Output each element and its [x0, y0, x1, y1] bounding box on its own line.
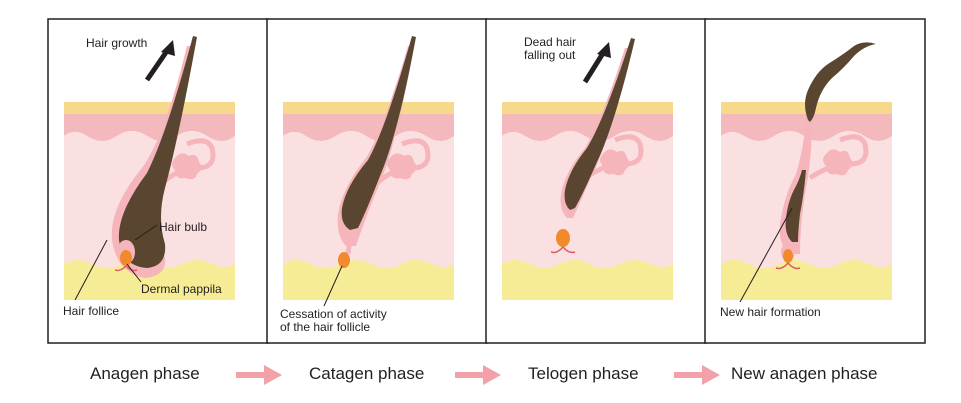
club-hair: [564, 38, 635, 210]
dermal-papilla: [338, 252, 350, 268]
skin-cross-section: [502, 102, 673, 300]
dermal-papilla-label: Dermal pappila: [141, 282, 222, 296]
follicle-leader: [74, 239, 108, 301]
cessation-leader: [323, 265, 343, 307]
papilla-vessels: [550, 246, 576, 254]
cessation-label: Cessation of activity of the hair follic…: [280, 307, 387, 334]
dermal-papilla: [120, 250, 132, 266]
catagen-panel: Cessation of activity of the hair follic…: [266, 18, 488, 344]
new-hair-formation-label: New hair formation: [720, 305, 821, 319]
hair-shaft: [118, 36, 197, 268]
telogen-panel: Dead hair falling out: [485, 18, 707, 344]
anagen-phase-label: Anagen phase: [90, 364, 200, 383]
new-hair: [785, 170, 806, 242]
phase-arrow-icon: [236, 365, 282, 385]
catagen-illustration: [266, 18, 488, 344]
old-shedding-hair: [805, 42, 876, 122]
new-anagen-illustration: [704, 18, 926, 344]
sebaceous-gland: [157, 138, 216, 188]
sebaceous-gland: [583, 134, 644, 181]
dermal-papilla: [556, 229, 570, 247]
papilla-leader: [126, 263, 142, 283]
telogen-illustration: [485, 18, 707, 344]
phase-arrow-icon: [455, 365, 501, 385]
new-anagen-panel: New hair formation: [704, 18, 926, 344]
dermal-papilla: [783, 249, 793, 263]
telogen-phase-label: Telogen phase: [528, 364, 639, 383]
papilla-vessels: [775, 262, 801, 270]
phase-arrow-icon: [674, 365, 720, 385]
hair-follicle-label: Hair follice: [63, 304, 120, 318]
bulb-leader: [134, 224, 158, 241]
hair-bulb-label: Hair bulb: [159, 220, 208, 234]
growth-arrow: [144, 46, 172, 82]
hair-growth-label: Hair growth: [86, 36, 148, 50]
sebaceous-gland: [808, 134, 869, 181]
regressing-strand: [345, 237, 353, 255]
hair-shaft: [341, 36, 416, 230]
growth-arrowhead: [161, 40, 175, 56]
new-anagen-phase-label: New anagen phase: [731, 364, 878, 383]
catagen-phase-label: Catagen phase: [309, 364, 425, 383]
falling-out-arrowhead: [597, 42, 611, 58]
dead-hair-label: Dead hair falling out: [524, 35, 577, 62]
sebaceous-gland: [372, 138, 431, 188]
anagen-illustration: [47, 18, 269, 344]
anagen-panel: Hair growth Hair bulb Dermal pappila Hai…: [47, 18, 269, 344]
new-hair-leader: [739, 207, 793, 303]
